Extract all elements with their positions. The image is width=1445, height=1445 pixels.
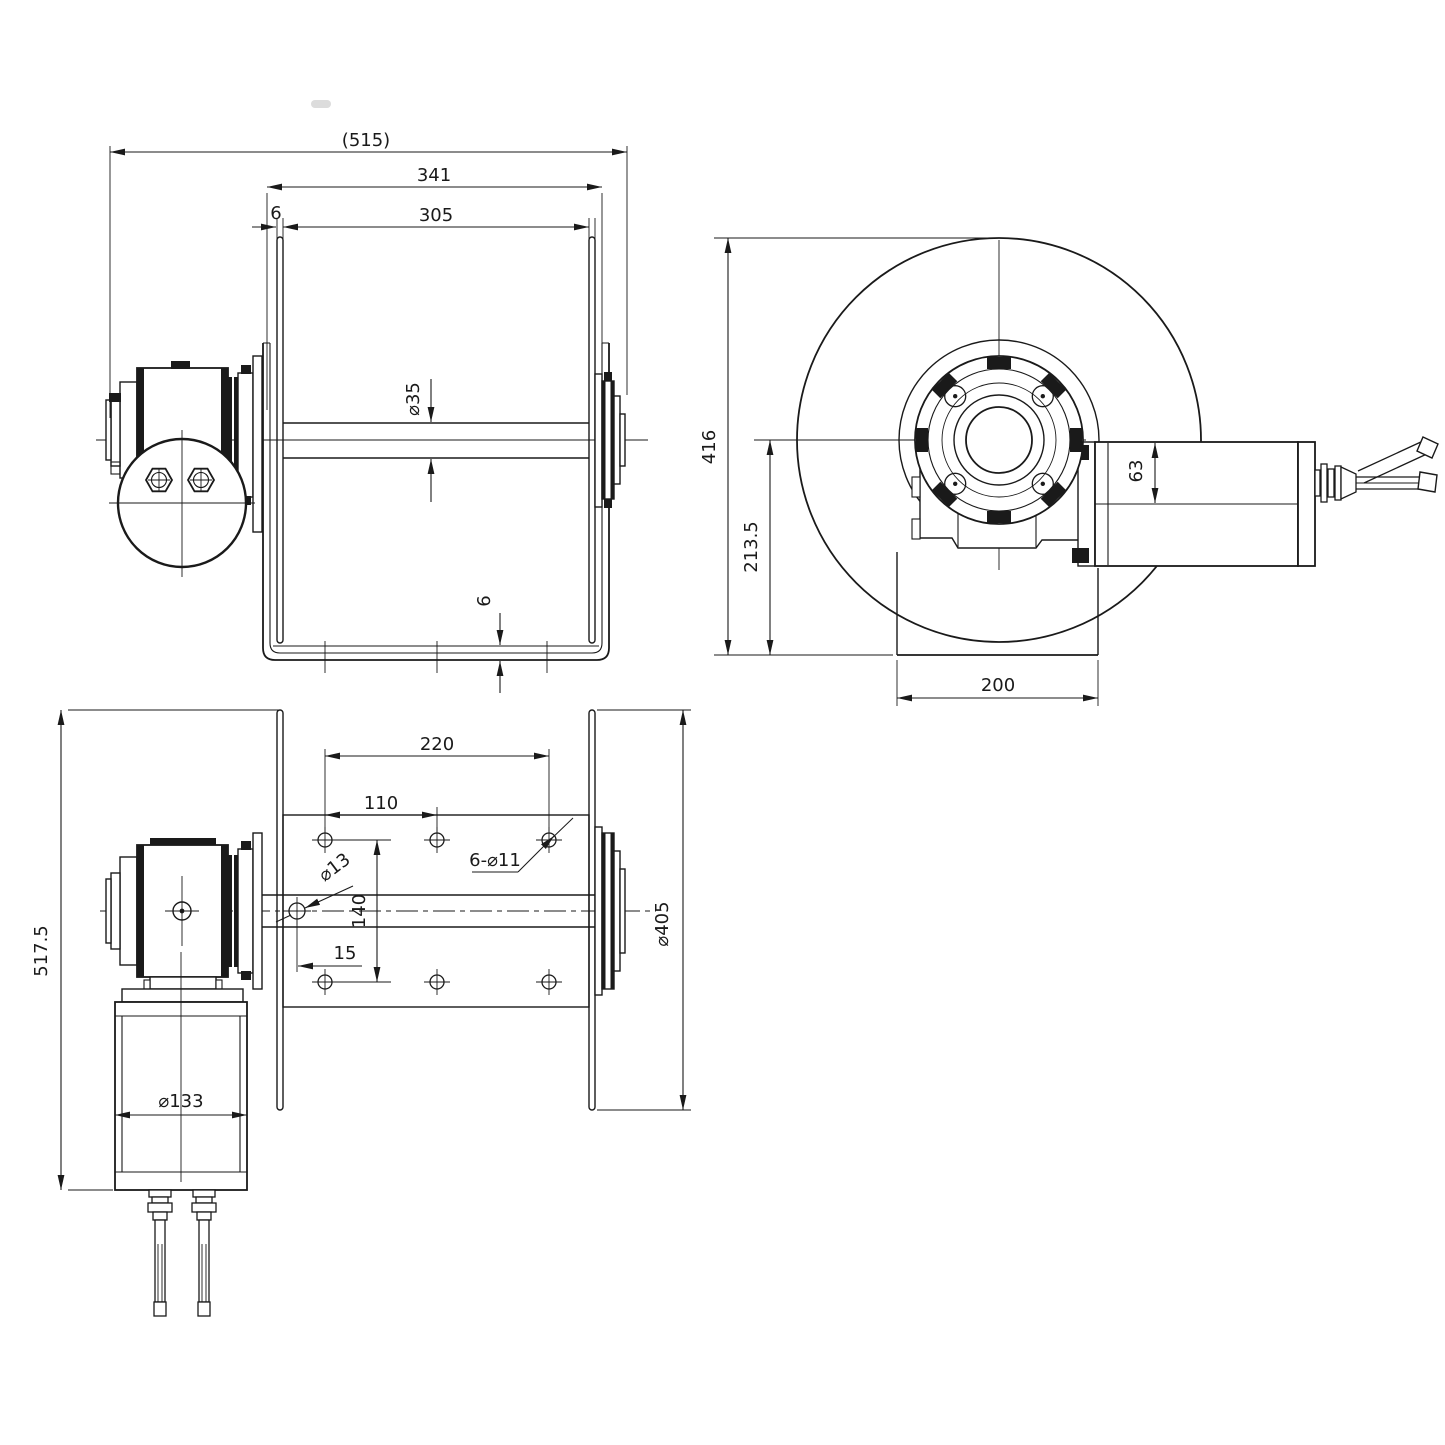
front-dimensions: (515) 341 305 6 ⌀35 6 [109,130,628,693]
hydraulic-fitting-left [147,1189,173,1317]
dim-row-spacing: 140 [349,894,370,928]
dim-mount-holes: 6-⌀11 [469,850,521,871]
dim-flange-thickness: 6 [270,203,281,224]
side-dimensions: 416 213.5 63 200 [699,237,1159,706]
bottom-view: 517.5 220 110 6-⌀11 ⌀13 140 15 ⌀133 ⌀405 [31,709,691,1317]
bracket-hole-ticks [324,641,548,673]
front-motor-port-bolts [144,467,216,493]
front-mounting-bracket [262,342,610,673]
power-cables [1356,436,1439,493]
side-view: 416 213.5 63 200 [699,237,1439,706]
dim-total-depth: 517.5 [31,925,52,977]
hub-bolt-holes [944,385,1054,495]
dim-hose-hole: ⌀13 [315,849,355,886]
dim-frame-width: 341 [417,165,451,186]
dim-bracket-thickness: 6 [474,595,495,606]
front-drum-shaft [283,422,589,459]
paper-artifact [311,100,331,108]
dim-motor-diameter: ⌀133 [158,1091,203,1112]
dim-shaft-diameter: ⌀35 [403,382,424,416]
front-right-hub [594,372,626,508]
dim-axis-height: 213.5 [741,521,762,573]
dim-hole-span: 220 [420,734,454,755]
dim-motor-offset: 63 [1126,460,1147,483]
bottom-right-hub [594,826,626,996]
hydraulic-fitting-right [191,1189,217,1317]
front-view: (515) 341 305 6 ⌀35 6 [96,130,648,693]
dim-total-height: 416 [699,430,720,464]
bottom-gear-motor-assembly [105,832,263,1317]
cable-gland [1314,463,1357,503]
dim-hole-pitch: 110 [364,793,398,814]
dim-flange-diameter: ⌀405 [652,901,673,946]
front-left-flange [276,236,284,644]
side-hub [914,355,1084,525]
hub-bolt-pads [916,357,1082,523]
dim-hole-offset: 15 [334,943,357,964]
dim-overall-width: (515) [342,130,390,151]
bottom-left-flange [276,709,284,1111]
dim-base-width: 200 [981,675,1015,696]
bottom-right-flange [588,709,596,1111]
side-motor [1072,436,1439,567]
side-pedestal [896,552,1099,656]
dim-drum-width: 305 [419,205,453,226]
bottom-shaft-lines [262,894,604,928]
front-gear-motor-assembly [105,355,263,577]
bottom-dimensions: 517.5 220 110 6-⌀11 ⌀13 140 15 ⌀133 ⌀405 [31,709,691,1191]
